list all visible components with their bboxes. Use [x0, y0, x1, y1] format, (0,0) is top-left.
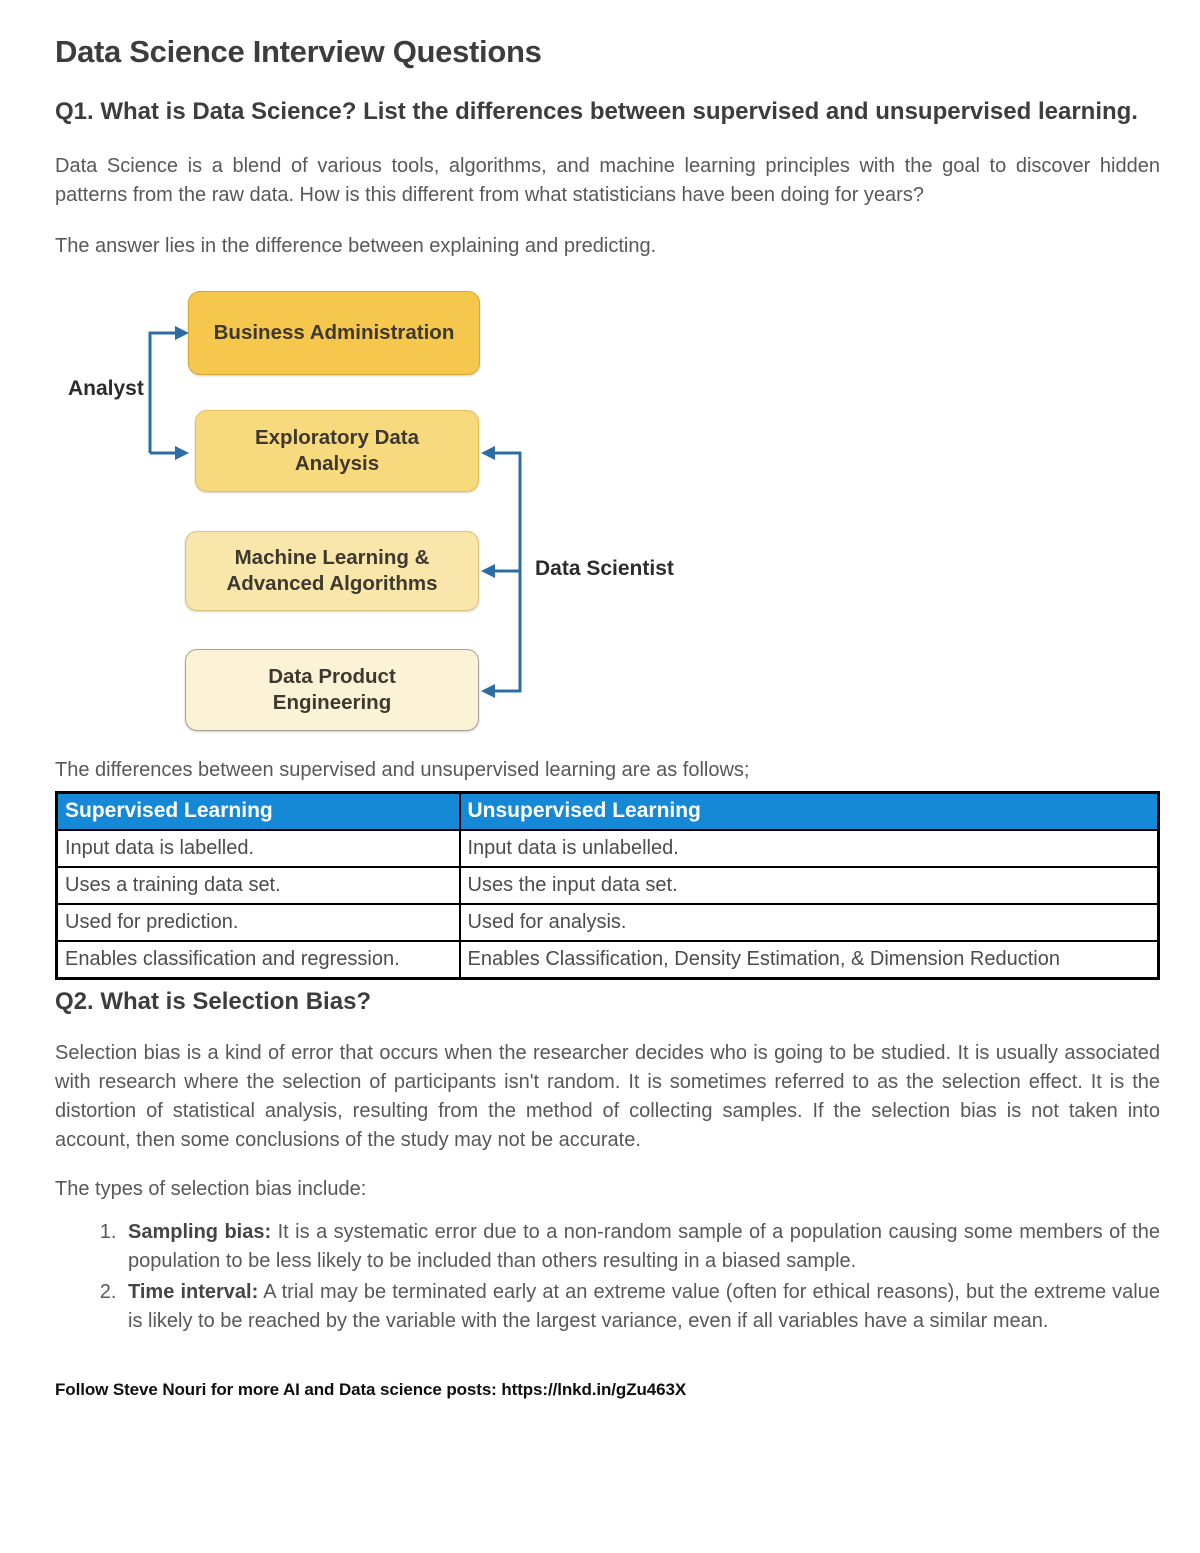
- q2-paragraph: Selection bias is a kind of error that o…: [55, 1042, 1160, 1152]
- table-cell: Used for prediction.: [55, 903, 461, 943]
- connector-arrows: [148, 325, 522, 698]
- footer-note: Follow Steve Nouri for more AI and Data …: [55, 1380, 687, 1400]
- list-term: Sampling bias:: [128, 1221, 272, 1244]
- analyst-vs-data-scientist-diagram: Analyst Data Scientist Business Administ…: [55, 279, 1160, 744]
- table-row: Enables classification and regression. E…: [55, 940, 1160, 980]
- selection-bias-list: Sampling bias: It is a systematic error …: [55, 1218, 1160, 1336]
- box-data-product-engineering: Data Product Engineering: [185, 648, 479, 731]
- q1-paragraph-1: Data Science is a blend of various tools…: [55, 154, 1160, 206]
- box-exploratory-data-analysis: Exploratory Data Analysis: [195, 409, 479, 492]
- table-header-row: Supervised Learning Unsupervised Learnin…: [55, 791, 1160, 832]
- table-row: Used for prediction. Used for analysis.: [55, 903, 1160, 943]
- arrowhead-left-eda: [481, 445, 495, 460]
- q2-heading: Q2. What is Selection Bias?: [55, 987, 372, 1015]
- box-machine-learning-advanced-algorithms: Machine Learning & Advanced Algorithms: [185, 530, 479, 611]
- types-intro: The types of selection bias include:: [55, 1178, 367, 1201]
- table-row: Uses a training data set. Uses the input…: [55, 866, 1160, 906]
- data-scientist-label: Data Scientist: [535, 556, 674, 580]
- table-row: Input data is labelled. Input data is un…: [55, 829, 1160, 869]
- analyst-label: Analyst: [68, 376, 144, 400]
- q1-paragraph-2: The answer lies in the difference betwee…: [55, 234, 657, 257]
- list-term: Time interval:: [128, 1281, 259, 1304]
- table-cell: Uses a training data set.: [55, 866, 461, 906]
- page-title: Data Science Interview Questions: [55, 34, 542, 69]
- list-item-sampling-bias: Sampling bias: It is a systematic error …: [122, 1218, 1160, 1276]
- arrowhead-right-top: [175, 325, 189, 340]
- table-cell: Enables classification and regression.: [55, 940, 461, 980]
- analyst-bracket-line: [148, 331, 175, 455]
- column-header-supervised: Supervised Learning: [55, 791, 461, 832]
- table-cell: Uses the input data set.: [458, 866, 1160, 906]
- arrowhead-left-ml: [481, 563, 495, 578]
- arrowhead-left-dpe: [481, 683, 495, 698]
- table-cell: Used for analysis.: [458, 903, 1160, 943]
- table-cell: Input data is unlabelled.: [458, 829, 1160, 869]
- list-item-time-interval: Time interval: A trial may be terminated…: [122, 1278, 1160, 1336]
- list-text: A trial may be terminated early at an ex…: [128, 1281, 1160, 1333]
- data-scientist-bracket-line: [493, 451, 522, 693]
- table-cell: Input data is labelled.: [55, 829, 461, 869]
- box-business-administration: Business Administration: [188, 290, 480, 375]
- table-cell: Enables Classification, Density Estimati…: [458, 940, 1160, 980]
- column-header-unsupervised: Unsupervised Learning: [458, 791, 1160, 832]
- q1-heading: Q1. What is Data Science? List the diffe…: [55, 98, 1138, 125]
- list-text: It is a systematic error due to a non-ra…: [128, 1221, 1161, 1273]
- arrowhead-right-bottom: [175, 445, 189, 460]
- supervised-vs-unsupervised-table: Supervised Learning Unsupervised Learnin…: [55, 790, 1160, 980]
- table-intro: The differences between supervised and u…: [55, 758, 750, 781]
